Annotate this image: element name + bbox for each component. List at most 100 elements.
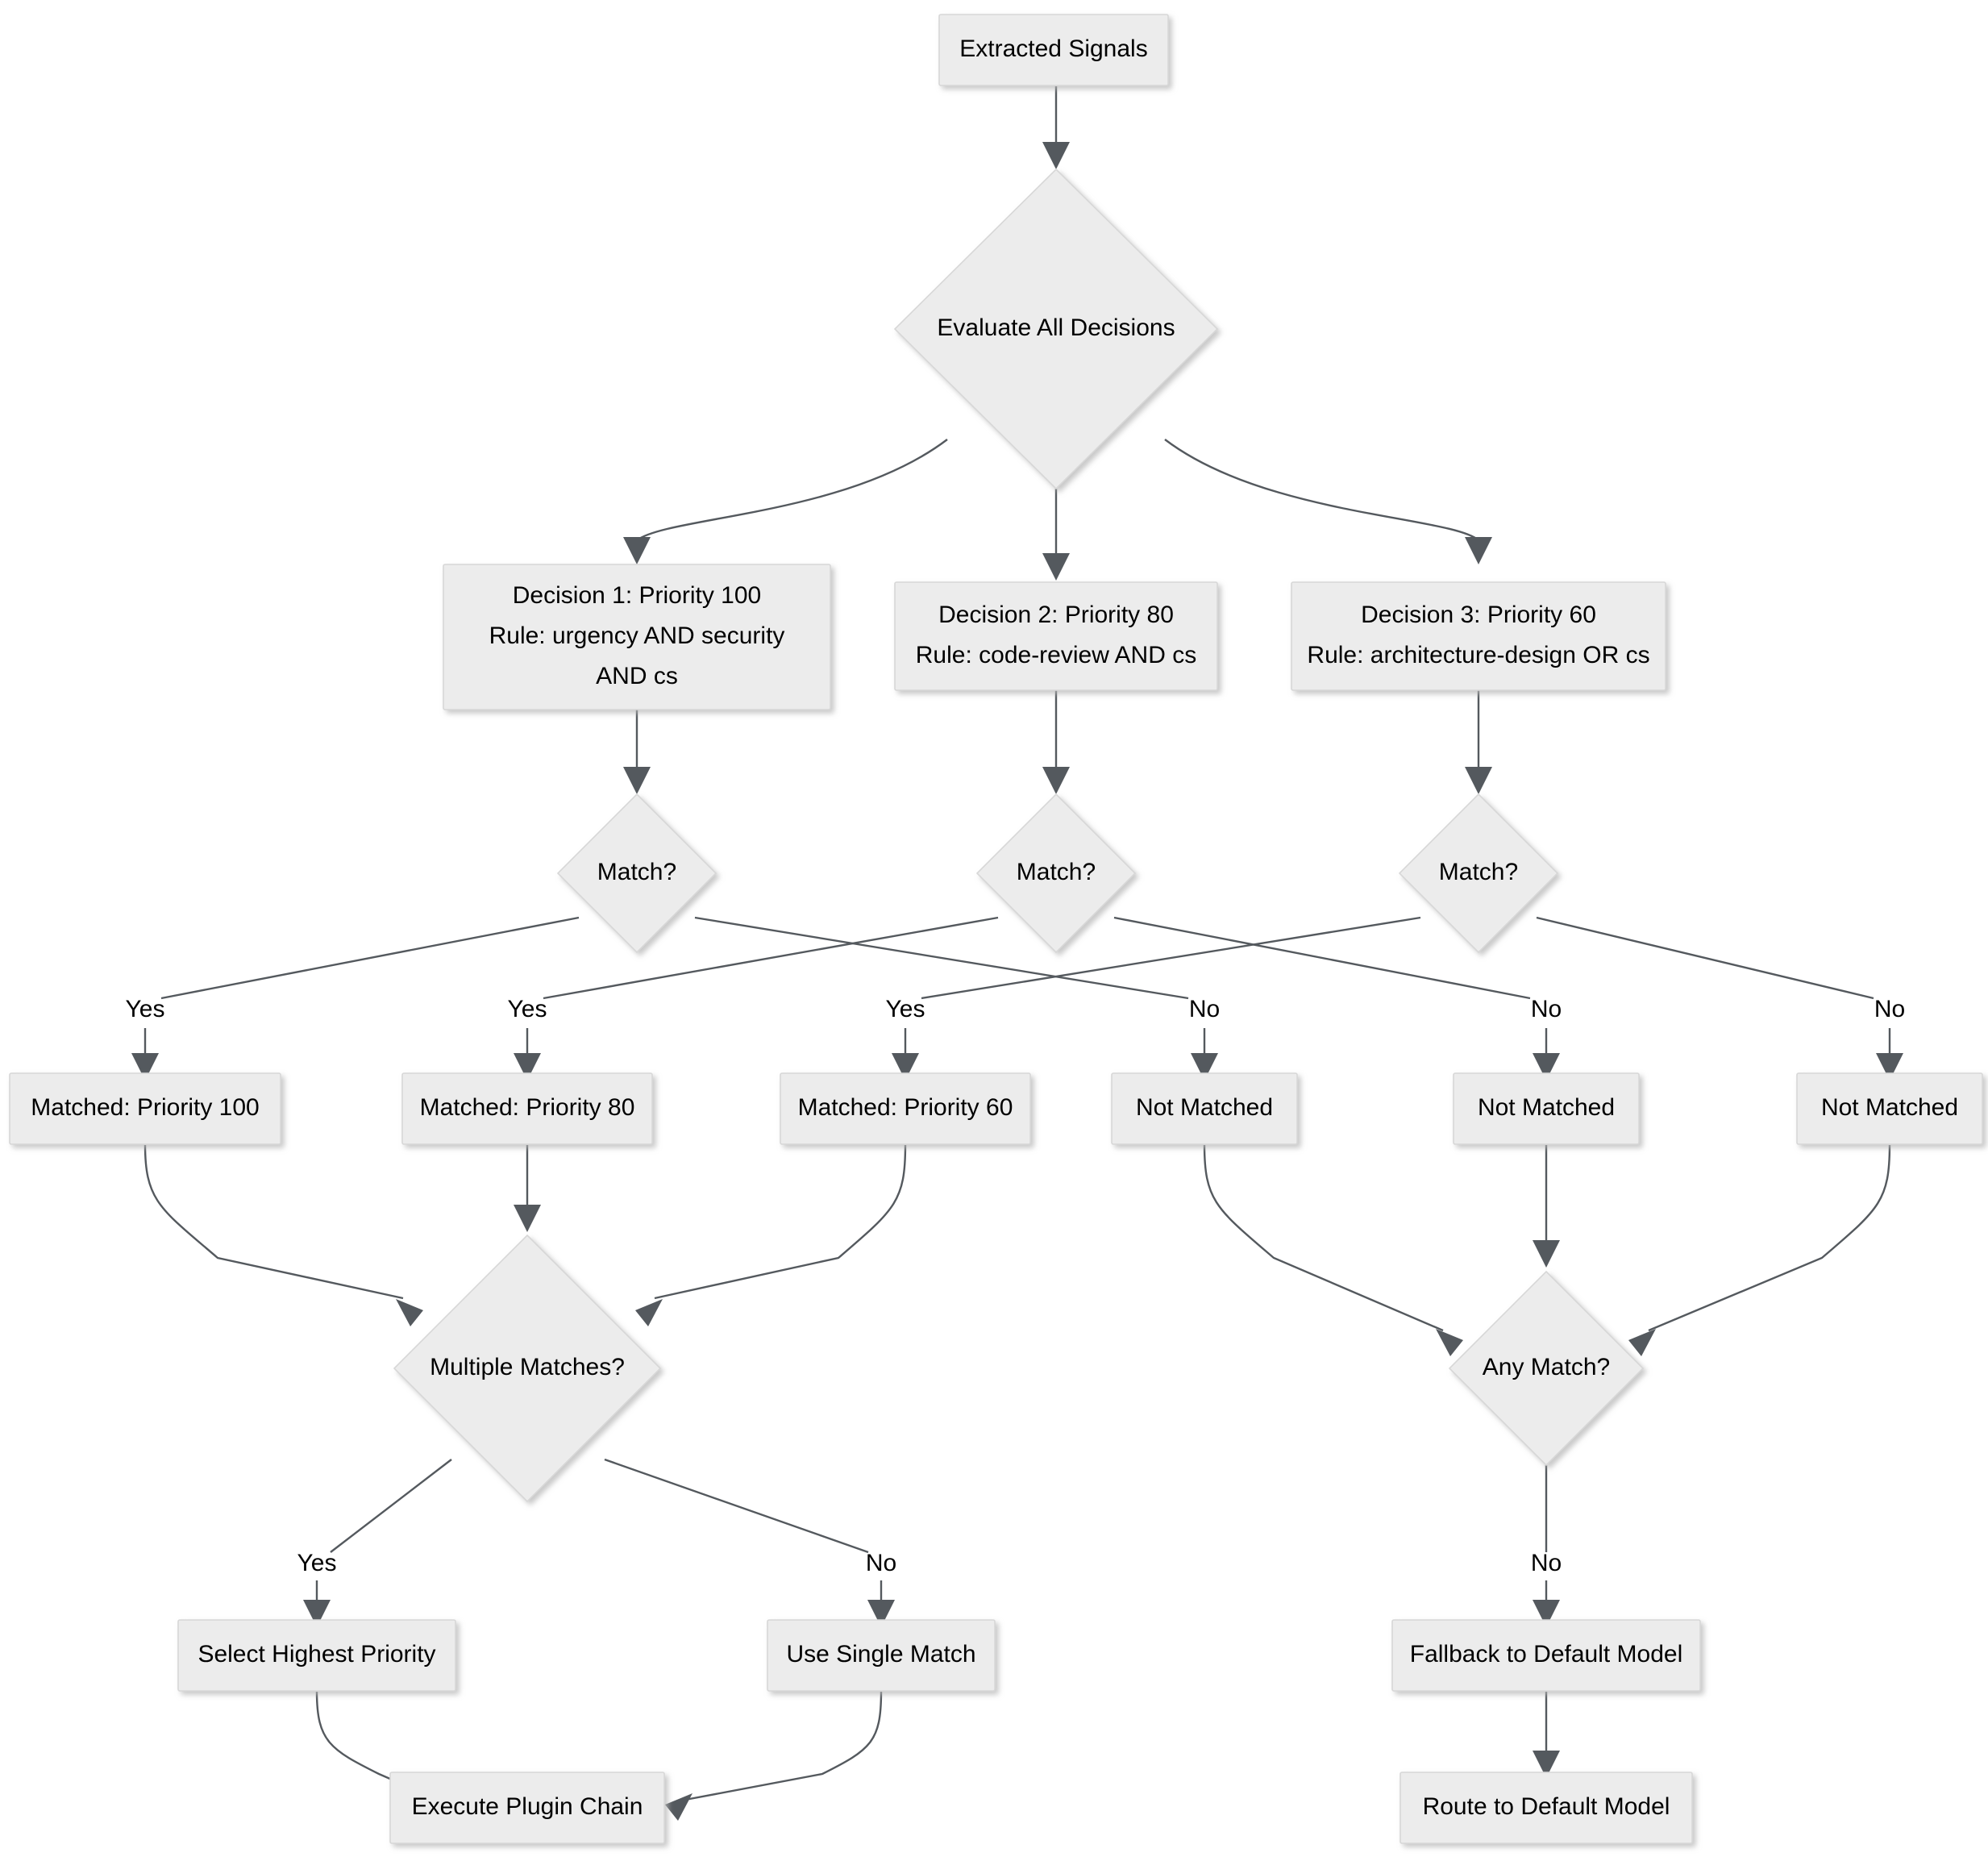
flow-node-not-matched-2[interactable]: Not Matched bbox=[1453, 1072, 1640, 1145]
flow-edge bbox=[1042, 487, 1070, 581]
edge-arrowhead bbox=[1533, 1053, 1560, 1080]
node-diamond[interactable] bbox=[893, 168, 1219, 490]
flow-node-execute-plugin-chain[interactable]: Execute Plugin Chain bbox=[389, 1772, 665, 1844]
flow-node-match-3[interactable]: Match? bbox=[1398, 793, 1559, 954]
edge-arrowhead bbox=[623, 767, 651, 794]
node-label: Matched: Priority 60 bbox=[798, 1094, 1013, 1121]
flow-edge bbox=[1628, 1144, 1891, 1356]
flow-node-matched-60[interactable]: Matched: Priority 60 bbox=[780, 1072, 1031, 1145]
edge-label: Yes bbox=[886, 996, 925, 1022]
node-rect[interactable] bbox=[1391, 1619, 1701, 1692]
node-rect[interactable] bbox=[389, 1772, 665, 1844]
node-label: Fallback to Default Model bbox=[1410, 1641, 1683, 1668]
node-label: Matched: Priority 80 bbox=[420, 1094, 635, 1121]
flow-node-route-default-model[interactable]: Route to Default Model bbox=[1400, 1772, 1693, 1844]
flow-edge bbox=[623, 710, 651, 794]
edge-label: No bbox=[1189, 996, 1220, 1022]
edge-label: No bbox=[1874, 996, 1905, 1022]
edge-arrowhead bbox=[303, 1600, 331, 1627]
node-rect[interactable] bbox=[9, 1072, 281, 1145]
flow-edge bbox=[131, 916, 580, 1080]
node-rect[interactable] bbox=[894, 581, 1218, 691]
flow-edge bbox=[604, 1458, 895, 1627]
node-rect[interactable] bbox=[177, 1619, 456, 1692]
edge-path bbox=[1648, 1144, 1891, 1332]
edge-arrowhead bbox=[131, 1053, 159, 1080]
flow-node-multiple-matches[interactable]: Multiple Matches? bbox=[393, 1234, 662, 1503]
node-label: Not Matched bbox=[1821, 1094, 1958, 1121]
flow-edge bbox=[623, 439, 948, 564]
flow-edge bbox=[1536, 916, 1903, 1080]
flow-edge bbox=[1533, 1145, 1560, 1268]
flow-edge bbox=[514, 1145, 541, 1232]
node-label: Match? bbox=[597, 859, 676, 885]
edge-arrowhead bbox=[635, 1299, 663, 1326]
edge-label: Yes bbox=[508, 996, 547, 1022]
node-rect[interactable] bbox=[1796, 1072, 1983, 1145]
edge-arrowhead bbox=[514, 1053, 541, 1080]
node-rect[interactable] bbox=[938, 14, 1169, 86]
node-diamond[interactable] bbox=[556, 793, 717, 954]
edge-arrowhead bbox=[396, 1299, 423, 1326]
node-rect[interactable] bbox=[1291, 581, 1666, 691]
flow-node-select-highest-priority[interactable]: Select Highest Priority bbox=[177, 1619, 456, 1692]
node-label: Execute Plugin Chain bbox=[412, 1793, 643, 1820]
edge-arrowhead bbox=[1042, 142, 1070, 169]
flow-edge bbox=[514, 916, 999, 1080]
node-label: Decision 3: Priority 60 bbox=[1361, 602, 1596, 628]
edge-arrowhead bbox=[1042, 767, 1070, 794]
edge-path bbox=[604, 1458, 869, 1554]
edge-arrowhead bbox=[1533, 1751, 1560, 1778]
edge-arrowhead bbox=[1533, 1240, 1560, 1268]
node-diamond[interactable] bbox=[1398, 793, 1559, 954]
flow-node-matched-80[interactable]: Matched: Priority 80 bbox=[401, 1072, 653, 1145]
edges-layer bbox=[131, 86, 1903, 1821]
node-rect[interactable] bbox=[1400, 1772, 1693, 1844]
flow-node-match-2[interactable]: Match? bbox=[975, 793, 1137, 954]
edge-arrowhead bbox=[514, 1205, 541, 1232]
node-rect[interactable] bbox=[780, 1072, 1031, 1145]
edge-path bbox=[654, 1144, 907, 1300]
edge-label: No bbox=[1531, 996, 1562, 1022]
edge-path bbox=[330, 1459, 452, 1553]
flow-edge bbox=[1113, 916, 1560, 1080]
node-label: Select Highest Priority bbox=[198, 1641, 435, 1668]
node-rect[interactable] bbox=[443, 564, 831, 710]
node-label: Any Match? bbox=[1483, 1354, 1610, 1380]
edge-arrowhead bbox=[1533, 1600, 1560, 1627]
edge-label: No bbox=[1531, 1550, 1562, 1576]
flow-node-not-matched-3[interactable]: Not Matched bbox=[1796, 1072, 1983, 1145]
flow-node-use-single-match[interactable]: Use Single Match bbox=[767, 1619, 996, 1692]
node-label: Rule: code-review AND cs bbox=[916, 642, 1196, 668]
flow-node-evaluate-all-decisions[interactable]: Evaluate All Decisions bbox=[893, 168, 1219, 490]
edge-path bbox=[921, 916, 1421, 1000]
edge-path bbox=[1203, 1144, 1444, 1332]
edge-path bbox=[160, 916, 580, 1000]
node-label: Match? bbox=[1439, 859, 1518, 885]
flow-node-extracted-signals[interactable]: Extracted Signals bbox=[938, 14, 1169, 86]
flow-edge bbox=[694, 916, 1218, 1080]
node-label: Not Matched bbox=[1136, 1094, 1273, 1121]
flow-node-not-matched-1[interactable]: Not Matched bbox=[1111, 1072, 1298, 1145]
node-diamond[interactable] bbox=[1448, 1270, 1645, 1467]
flow-edge bbox=[1465, 690, 1492, 794]
flow-node-match-1[interactable]: Match? bbox=[556, 793, 717, 954]
flow-node-fallback-default-model[interactable]: Fallback to Default Model bbox=[1391, 1619, 1701, 1692]
edge-arrowhead bbox=[1876, 1053, 1903, 1080]
node-rect[interactable] bbox=[1111, 1072, 1298, 1145]
node-diamond[interactable] bbox=[975, 793, 1137, 954]
node-rect[interactable] bbox=[1453, 1072, 1640, 1145]
flow-node-matched-100[interactable]: Matched: Priority 100 bbox=[9, 1072, 281, 1145]
edge-label: Yes bbox=[297, 1550, 337, 1576]
flow-node-any-match[interactable]: Any Match? bbox=[1448, 1270, 1645, 1467]
node-diamond[interactable] bbox=[393, 1234, 662, 1503]
node-rect[interactable] bbox=[767, 1619, 996, 1692]
edge-arrowhead bbox=[867, 1600, 895, 1627]
node-rect[interactable] bbox=[401, 1072, 653, 1145]
flow-edge bbox=[1533, 1692, 1560, 1778]
edge-arrowhead bbox=[623, 537, 651, 564]
edge-label: Yes bbox=[126, 996, 165, 1022]
